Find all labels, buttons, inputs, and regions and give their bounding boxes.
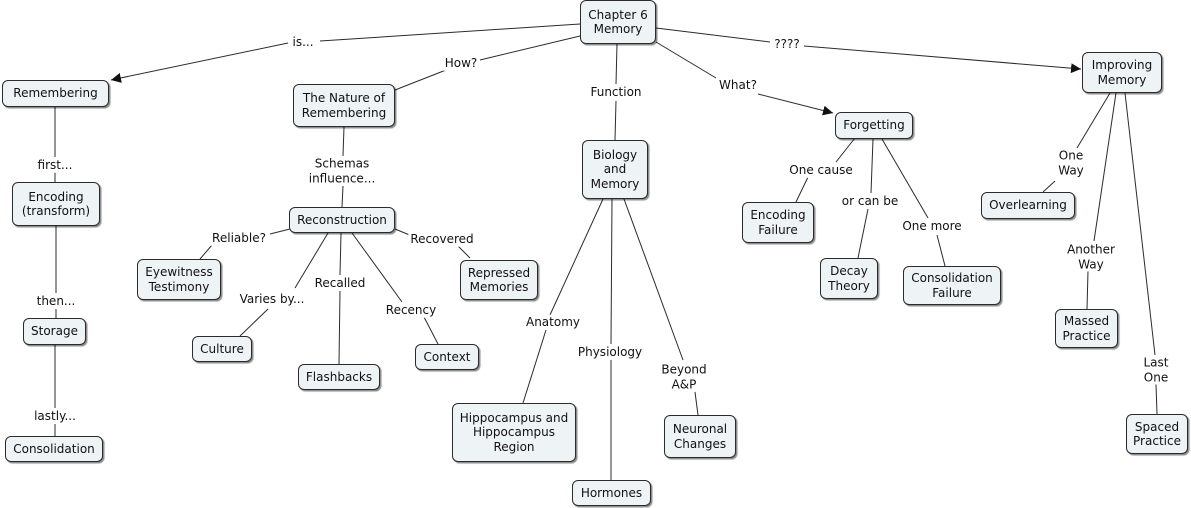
node-neuronal-changes[interactable]: Neuronal Changes: [664, 415, 736, 458]
node-nature-of-remembering[interactable]: The Nature of Remembering: [293, 84, 395, 127]
link-label-recency: Recency: [383, 302, 439, 318]
node-consolidation[interactable]: Consolidation: [5, 436, 103, 462]
link-label-varies: Varies by...: [237, 291, 307, 307]
link-label-beyond: Beyond A&P: [659, 362, 709, 392]
link-label-first: first...: [35, 157, 75, 173]
node-encoding-failure[interactable]: Encoding Failure: [742, 202, 814, 243]
node-remembering[interactable]: Remembering: [2, 80, 109, 107]
link-label-then: then...: [34, 293, 78, 309]
link-label-is: is...: [290, 34, 316, 50]
link-label-qqqq: ????: [772, 36, 802, 52]
node-storage[interactable]: Storage: [23, 318, 86, 345]
link-label-lastly: lastly...: [32, 408, 78, 424]
link-label-physiology: Physiology: [575, 344, 645, 360]
node-flashbacks[interactable]: Flashbacks: [298, 364, 380, 390]
node-decay-theory[interactable]: Decay Theory: [820, 258, 878, 299]
node-eyewitness-testimony[interactable]: Eyewitness Testimony: [137, 259, 221, 300]
node-chapter6-memory[interactable]: Chapter 6 Memory: [580, 0, 656, 44]
link-label-or-can-be: or can be: [839, 193, 901, 209]
node-consolidation-failure[interactable]: Consolidation Failure: [903, 266, 1001, 305]
node-spaced-practice[interactable]: Spaced Practice: [1126, 414, 1188, 454]
link-label-another-way: Another Way: [1065, 242, 1117, 272]
link-label-what: What?: [717, 77, 759, 93]
node-encoding[interactable]: Encoding (transform): [12, 182, 100, 226]
node-massed-practice[interactable]: Massed Practice: [1055, 309, 1118, 348]
node-biology-and-memory[interactable]: Biology and Memory: [582, 140, 648, 199]
node-context[interactable]: Context: [415, 344, 479, 370]
node-culture[interactable]: Culture: [192, 336, 252, 362]
link-label-function: Function: [588, 84, 644, 100]
link-label-last-one: Last One: [1141, 355, 1171, 385]
link-label-one-cause: One cause: [787, 162, 855, 178]
link-label-how: How?: [442, 55, 480, 71]
node-overlearning[interactable]: Overlearning: [981, 192, 1075, 219]
node-forgetting[interactable]: Forgetting: [835, 112, 913, 139]
node-improving-memory[interactable]: Improving Memory: [1082, 52, 1162, 93]
link-label-reliable: Reliable?: [210, 230, 268, 246]
link-label-recovered: Recovered: [408, 231, 476, 247]
link-label-schemas: Schemas influence...: [306, 156, 378, 186]
node-hormones[interactable]: Hormones: [572, 480, 651, 506]
link-label-one-more: One more: [900, 218, 964, 234]
node-repressed-memories[interactable]: Repressed Memories: [460, 260, 538, 300]
link-label-anatomy: Anatomy: [523, 314, 583, 330]
link-label-recalled: Recalled: [312, 275, 368, 291]
link-label-one-way: One Way: [1056, 148, 1086, 178]
node-reconstruction[interactable]: Reconstruction: [289, 207, 395, 233]
node-hippocampus[interactable]: Hippocampus and Hippocampus Region: [452, 403, 576, 462]
